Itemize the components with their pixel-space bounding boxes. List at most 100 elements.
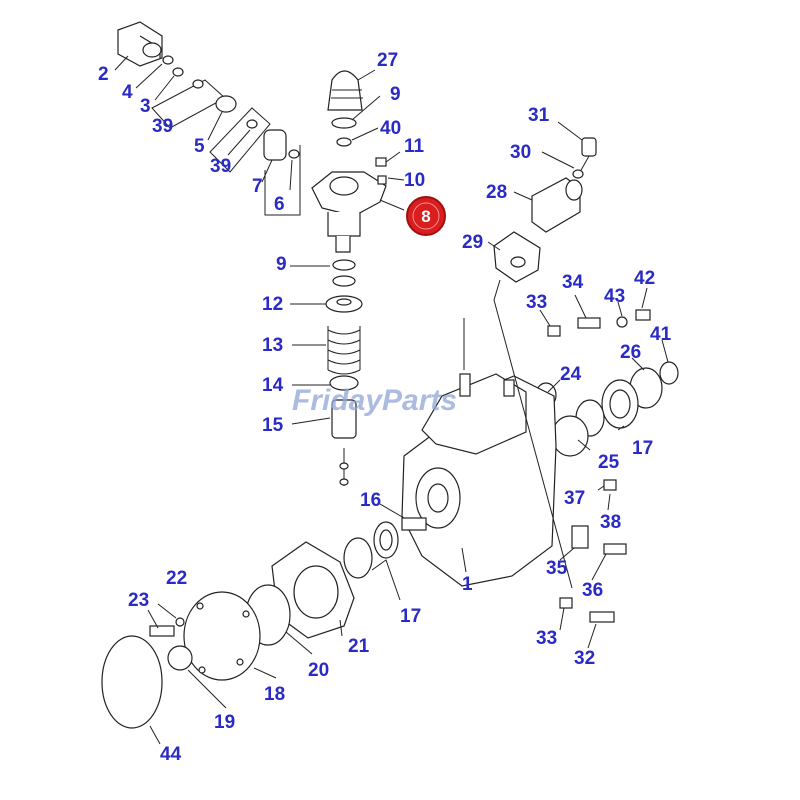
callout-3[interactable]: 3 — [140, 96, 151, 117]
part-42-drawing — [635, 309, 651, 321]
callout-34[interactable]: 34 — [562, 272, 584, 293]
part-15-drawing — [331, 399, 357, 439]
callout-36[interactable]: 36 — [582, 580, 603, 601]
callout-19[interactable]: 19 — [214, 712, 235, 733]
part-28-drawing — [531, 177, 583, 233]
part-31-drawing — [579, 137, 597, 173]
callout-18[interactable]: 18 — [264, 684, 285, 705]
part-33a-drawing — [547, 325, 561, 337]
callout-8-highlighted: 8 — [421, 207, 430, 226]
callout-1[interactable]: 1 — [462, 574, 473, 595]
part-37-drawing — [603, 479, 617, 491]
part-9c-drawing — [332, 275, 356, 287]
part-44-drawing — [101, 635, 163, 729]
callout-15[interactable]: 15 — [262, 415, 284, 436]
part-19-drawing — [167, 645, 193, 671]
callout-2[interactable]: 2 — [98, 64, 109, 85]
part-17a-drawing — [373, 521, 399, 559]
callout-32[interactable]: 32 — [574, 648, 595, 669]
part-bearing-drawing — [343, 537, 373, 579]
callout-17b[interactable]: 17 — [632, 438, 653, 459]
watermark-logo: FridayParts — [292, 384, 457, 417]
part-10-drawing — [377, 175, 387, 185]
leader-lines — [114, 55, 669, 745]
callout-10[interactable]: 10 — [404, 170, 425, 191]
callout-26[interactable]: 26 — [620, 342, 641, 363]
callout-39a[interactable]: 39 — [152, 116, 173, 137]
callout-4[interactable]: 4 — [122, 82, 133, 103]
part-15-pin-drawing — [339, 448, 349, 486]
callout-30[interactable]: 30 — [510, 142, 531, 163]
part-41-drawing — [659, 361, 679, 385]
part-9-drawing — [331, 117, 357, 129]
part-43-drawing — [616, 316, 628, 328]
highlight-ring — [412, 202, 440, 230]
callout-44[interactable]: 44 — [160, 744, 182, 765]
callout-35[interactable]: 35 — [546, 558, 568, 579]
part-11-drawing — [375, 157, 387, 167]
callout-40[interactable]: 40 — [380, 118, 401, 139]
part-1-housing-drawing — [401, 318, 557, 587]
highlighted-part-badge[interactable]: 8 — [406, 196, 446, 236]
part-21-drawing — [271, 541, 355, 639]
callout-13[interactable]: 13 — [262, 335, 283, 356]
part-2-drawing — [117, 21, 163, 67]
part-8-drawing — [311, 171, 387, 253]
callout-43[interactable]: 43 — [604, 286, 625, 307]
part-5-drawing — [215, 95, 237, 113]
callout-labels: 2 4 3 39 5 39 7 6 27 9 40 11 10 8 9 12 1… — [98, 50, 672, 765]
part-25-drawing — [551, 415, 589, 457]
callout-20[interactable]: 20 — [308, 660, 329, 681]
part-33b-drawing — [559, 597, 573, 609]
callout-42[interactable]: 42 — [634, 268, 655, 289]
part-34-drawing — [577, 317, 601, 329]
callout-16[interactable]: 16 — [360, 490, 381, 511]
part-27-drawing — [327, 70, 363, 111]
part-35-drawing — [571, 525, 589, 549]
part-32-drawing — [589, 611, 615, 623]
part-9b-drawing — [332, 259, 356, 271]
callout-33a[interactable]: 33 — [526, 292, 547, 313]
callout-5[interactable]: 5 — [194, 136, 205, 157]
callout-41[interactable]: 41 — [650, 324, 672, 345]
callout-29[interactable]: 29 — [462, 232, 483, 253]
part-22-drawing — [175, 617, 185, 627]
callout-31[interactable]: 31 — [528, 105, 550, 126]
callout-9b[interactable]: 9 — [276, 254, 287, 275]
part-39b-drawing — [209, 107, 271, 173]
callout-28[interactable]: 28 — [486, 182, 507, 203]
part-18-drawing — [183, 591, 261, 681]
callout-27[interactable]: 27 — [377, 50, 398, 71]
callout-37[interactable]: 37 — [564, 488, 585, 509]
callout-21[interactable]: 21 — [348, 636, 370, 657]
callout-33b[interactable]: 33 — [536, 628, 557, 649]
part-30-drawing — [572, 169, 584, 179]
callout-12[interactable]: 12 — [262, 294, 283, 315]
part-7-drawing — [263, 129, 287, 161]
part-6-drawing — [264, 145, 301, 216]
part-14-drawing — [329, 375, 359, 391]
part-3-drawing — [172, 67, 184, 77]
callout-25[interactable]: 25 — [598, 452, 620, 473]
callout-17a[interactable]: 17 — [400, 606, 421, 627]
callout-9a[interactable]: 9 — [390, 84, 401, 105]
callout-14[interactable]: 14 — [262, 375, 284, 396]
callout-24[interactable]: 24 — [560, 364, 582, 385]
callout-11[interactable]: 11 — [404, 136, 425, 157]
part-drawings — [101, 21, 679, 729]
callout-22[interactable]: 22 — [166, 568, 187, 589]
callout-39b[interactable]: 39 — [210, 156, 231, 177]
part-13-drawing — [327, 326, 361, 375]
callout-7[interactable]: 7 — [252, 176, 263, 197]
callout-6[interactable]: 6 — [274, 194, 285, 215]
part-36-drawing — [603, 543, 627, 555]
part-17b-drawing — [601, 379, 639, 429]
part-29-drawing — [493, 231, 541, 283]
part-16-drawing — [401, 517, 427, 531]
callout-38[interactable]: 38 — [600, 512, 621, 533]
part-4-drawing — [162, 55, 174, 65]
callout-23[interactable]: 23 — [128, 590, 149, 611]
part-12-drawing — [325, 295, 363, 313]
